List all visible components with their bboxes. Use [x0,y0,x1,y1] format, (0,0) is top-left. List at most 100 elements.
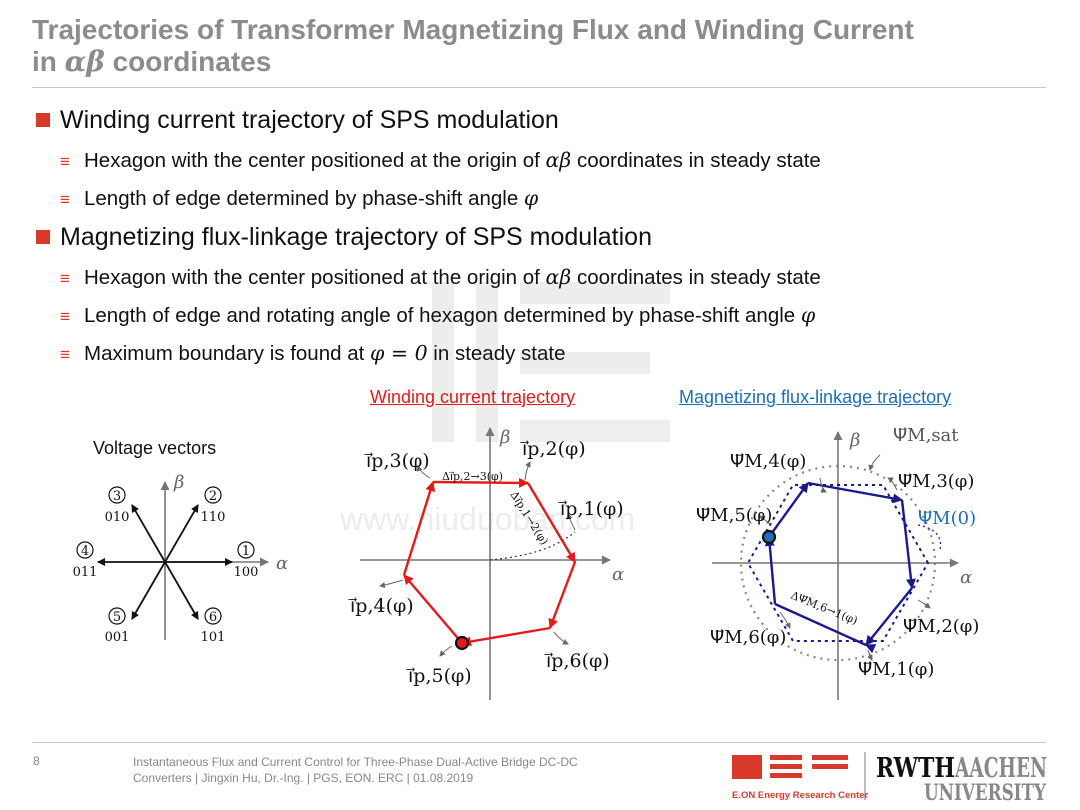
triple-bar-icon: ≡ [60,190,70,209]
label-psi-m2: Ψ⃗M,2(φ) [903,616,979,637]
sub-bullet-math: αβ [545,148,572,172]
footer-divider [32,742,1046,743]
vector-5 [131,561,166,620]
alpha-label: α [960,567,972,588]
phase-angle-arc [489,531,576,561]
voltage-vectors-diagram: Voltage vectors β α 1 100 2 110 3 010 4 … [73,438,289,645]
flux-trajectory-diagram: α β Ψ⃗M,4(φ) Ψ⃗M,sat Ψ⃗M,3(φ) Ψ⃗M,5(φ) Ψ… [696,425,979,700]
vector-4-number: 4 [81,544,89,559]
rwth-logo-aachen: AACHEN [954,753,1047,784]
label-ip2: i⃗p,2(φ) [520,438,585,460]
current-edge-4-5 [403,574,463,644]
label-psi-m3: Ψ⃗M,3(φ) [898,471,974,492]
triple-bar-icon: ≡ [60,269,70,288]
beta-label: β [849,430,860,451]
footer-text: Instantaneous Flux and Current Control f… [133,754,653,786]
label-psi-m6: Ψ⃗M,6(φ) [710,627,786,648]
label-psi-m0: Ψ⃗M(0) [918,508,976,529]
rotation-arc [917,524,942,551]
max-boundary-hexagon [746,484,930,642]
sub-bullet-math: φ = 0 [370,341,428,365]
vector-3-number: 3 [113,489,121,504]
label-psi-sat: Ψ⃗M,sat [893,425,959,446]
sub-bullet-flux-1: ≡ Hexagon with the center positioned at t… [60,264,821,292]
alpha-label: α [276,553,288,574]
vector-4-code: 011 [73,565,98,580]
caption-current: Winding current trajectory [370,387,576,407]
title-suffix: coordinates [104,46,272,77]
sub-bullet-current-2: ≡ Length of edge determined by phase-shif… [60,185,538,213]
title-prefix: in [32,46,65,77]
flux-edge-2-1 [865,587,913,646]
footer-line-2: Converters | Jingxin Hu, Dr.-Ing. | PGS,… [133,771,474,785]
current-edge-2-3 [432,477,529,488]
triple-bar-icon: ≡ [60,152,70,171]
alpha-label: α [612,564,624,585]
label-delta-1-2: Δi⃗p,1→2(φ) [507,489,550,548]
current-edge-3-4 [402,481,436,576]
sub-bullet-text-end: coordinates in steady state [571,149,821,172]
label-psi-m1: Ψ⃗M,1(φ) [858,659,934,680]
current-edge-5-6 [461,626,551,647]
label-ip4: i⃗p,4(φ) [348,595,413,617]
flux-edge-5-4 [768,482,809,538]
bullet-square-icon [36,230,50,244]
sub-bullet-math: φ [523,186,539,210]
bullet-current-text: Winding current trajectory of SPS modula… [60,106,559,134]
sub-bullet-text: Hexagon with the center positioned at th… [84,149,546,172]
triple-bar-icon: ≡ [60,307,70,326]
vector-3 [131,504,166,563]
flux-edge-6-1 [774,602,877,654]
eon-logo: E.ON Energy Research Center [732,755,869,801]
vector-6-number: 6 [209,610,217,625]
title-math: αβ [64,45,105,78]
flux-edge-4-3 [807,481,903,504]
bullet-current: Winding current trajectory of SPS modula… [36,105,559,135]
current-edge-6-1 [548,561,577,629]
sub-bullet-text: Length of edge and rotating angle of hex… [84,304,801,327]
sub-bullet-text: Length of edge determined by phase-shift… [84,187,524,210]
eon-logo-text: E.ON Energy Research Center [732,790,869,801]
rwth-logo: RWTH AACHEN UNIVERSITY [876,753,1047,806]
current-edge-1-2 [526,482,577,563]
eon-logo-block [732,755,762,779]
current-trajectory-diagram: α β i⃗p,3(φ) i⃗p,2(φ) i⃗p,1(φ) i⃗p,4(φ) … [348,427,624,700]
sub-bullet-current-1: ≡ Hexagon with the center positioned at t… [60,147,821,175]
vector-6 [164,561,199,620]
vector-5-code: 001 [105,630,130,645]
sub-bullet-math: αβ [545,265,572,289]
bullet-flux-text: Magnetizing flux-linkage trajectory of S… [60,223,652,251]
current-start-point [454,635,470,651]
label-psi-m4: Ψ⃗M,4(φ) [730,451,806,472]
caption-flux: Magnetizing flux-linkage trajectory [679,387,952,407]
vector-5-number: 5 [113,610,121,625]
sub-bullet-text: Maximum boundary is found at [84,342,370,365]
vector-2 [164,504,199,563]
flux-edge-3-2 [900,499,916,589]
vector-6-code: 101 [201,630,226,645]
label-ip6: i⃗p,6(φ) [544,650,609,672]
bullet-square-icon [36,113,50,127]
bullet-flux: Magnetizing flux-linkage trajectory of S… [36,222,652,252]
page-title: Trajectories of Transformer Magnetizing … [32,14,1042,78]
label-ip5: i⃗p,5(φ) [406,665,471,687]
vector-3-code: 010 [105,510,130,525]
vector-1-number: 1 [242,544,250,559]
title-line-1: Trajectories of Transformer Magnetizing … [32,14,914,45]
footer-line-1: Instantaneous Flux and Current Control f… [133,755,578,769]
watermark-text: www.niuduoban.com [339,501,635,537]
beta-label: β [499,427,510,448]
label-delta-6-1: ΔΨ⃗M,6→1(φ) [789,589,860,628]
triple-bar-icon: ≡ [60,345,70,364]
rwth-logo-university: UNIVERSITY [924,780,1046,806]
sub-bullet-text: Hexagon with the center positioned at th… [84,266,546,289]
beta-label: β [173,472,184,493]
vector-2-number: 2 [209,489,217,504]
vector-1-code: 100 [234,565,259,580]
page-number: 8 [33,754,40,768]
title-divider [32,87,1046,88]
label-ip1: i⃗p,1(φ) [558,498,623,520]
saturation-circle [739,464,937,662]
vector-2-code: 110 [201,510,226,525]
sub-bullet-flux-2: ≡ Length of edge and rotating angle of he… [60,302,815,330]
